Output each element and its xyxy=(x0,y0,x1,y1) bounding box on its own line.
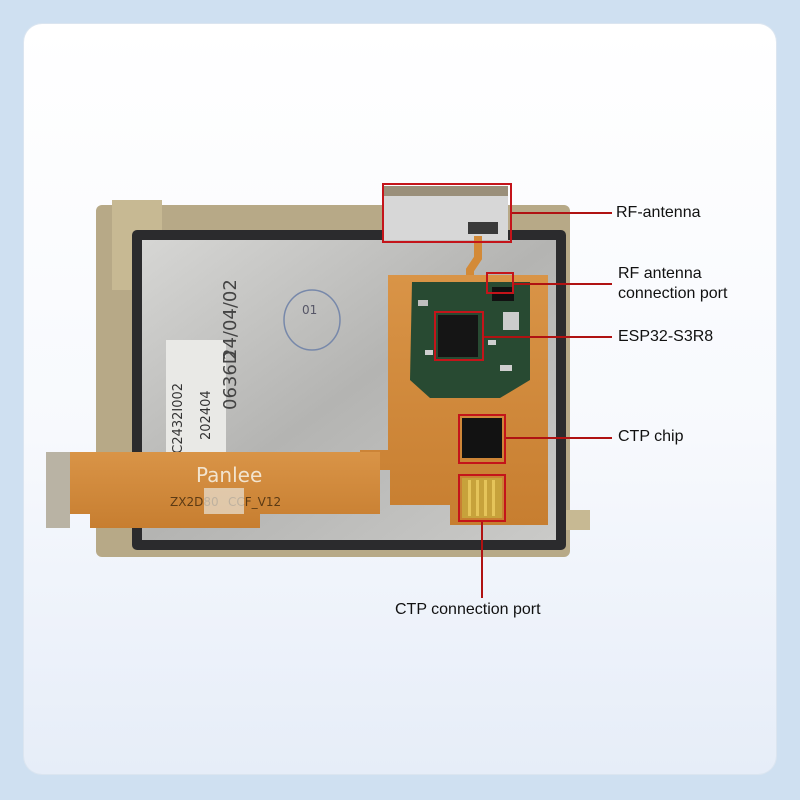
rf-antenna-highlight xyxy=(382,183,512,243)
rf-antenna-port-label: RF antenna connection port xyxy=(618,264,727,304)
esp32-leader xyxy=(484,336,612,338)
brand-text: Panlee xyxy=(196,463,262,487)
side-code: 0636D xyxy=(220,350,241,410)
rf-antenna-port-label-line1: RF antenna xyxy=(618,265,702,282)
rf-antenna-element xyxy=(384,186,508,240)
qc-stamp-text: 01 xyxy=(302,303,317,317)
ctp-chip-element xyxy=(462,418,502,458)
rf-antenna-port-label-line2: connection port xyxy=(618,285,728,302)
rf-antenna-leader xyxy=(512,212,612,214)
ctp-port-pads xyxy=(462,478,502,518)
rf-antenna-port-leader xyxy=(514,283,612,285)
rf-antenna-port-highlight xyxy=(486,272,514,294)
ctp-port-leader xyxy=(481,522,483,598)
esp32-highlight xyxy=(434,311,484,361)
ctp-chip-highlight xyxy=(458,414,506,464)
ctp-chip-leader xyxy=(506,437,612,439)
fpc-ribbon: Panlee ZX2D80 CCF_V12 xyxy=(46,452,380,528)
sticker-text-2: 202404 xyxy=(199,390,214,440)
date-code: 24/04/02 xyxy=(220,279,241,360)
esp32-label: ESP32-S3R8 xyxy=(618,328,714,345)
qc-stamp: 01 xyxy=(283,289,341,351)
ctp-chip-label: CTP chip xyxy=(618,428,684,445)
ctp-port-highlight xyxy=(458,474,506,522)
ctp-port-label: CTP connection port xyxy=(395,601,541,618)
rf-antenna-label: RF-antenna xyxy=(616,204,701,221)
sticker-text-1: 0C2432I002 xyxy=(171,383,186,462)
